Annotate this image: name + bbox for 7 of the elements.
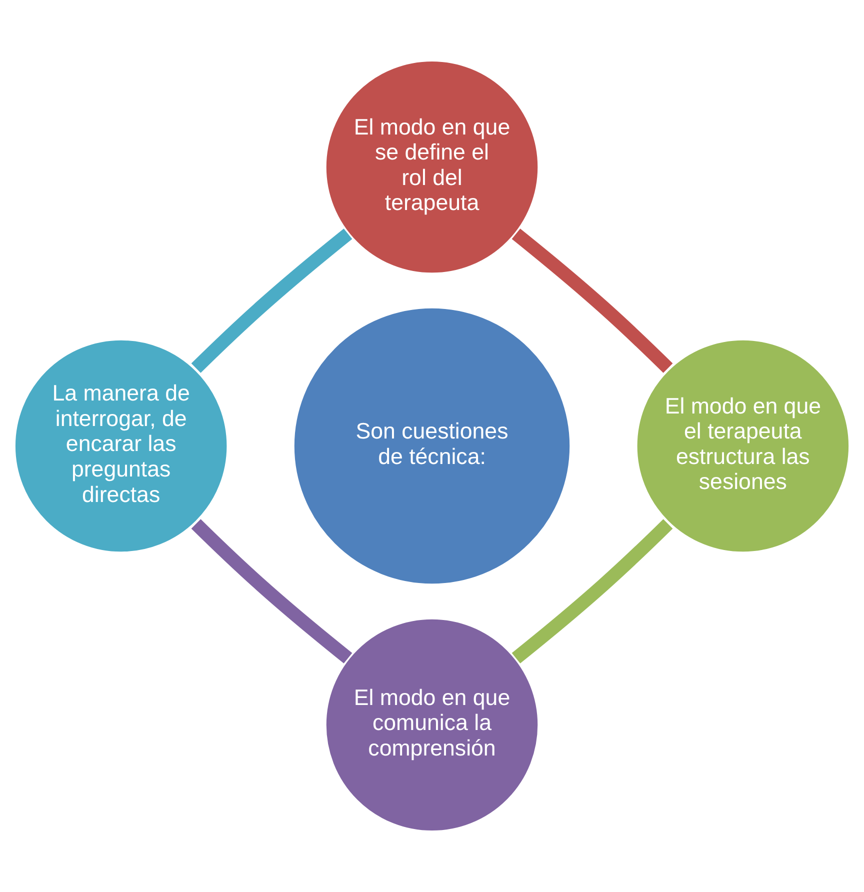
node-circle: El modo en que el terapeuta estructura las sesiones [634,337,852,555]
connector [512,228,673,373]
node-circle: Son cuestiones de técnica: [291,305,573,587]
connector [191,519,352,664]
node-circle: La manera de interrogar, de encarar las preguntas directas [12,337,230,555]
connector [191,228,352,373]
connector [512,519,673,664]
